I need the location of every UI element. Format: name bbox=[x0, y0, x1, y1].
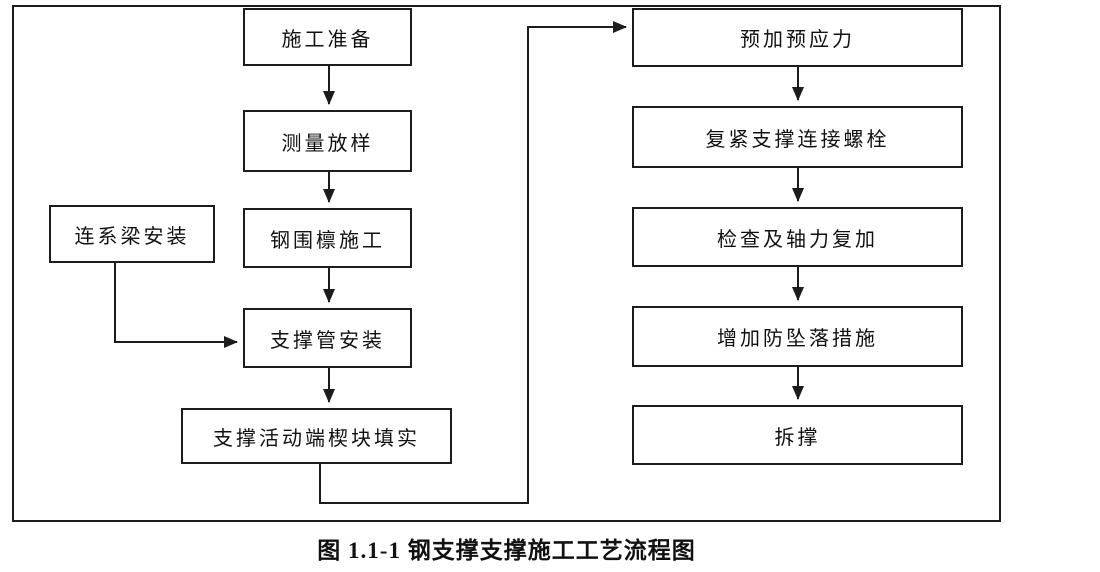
node-steel-waler: 钢围檩施工 bbox=[243, 208, 412, 268]
node-tie-beam-install: 连系梁安装 bbox=[49, 205, 215, 263]
node-apply-prestress: 预加预应力 bbox=[632, 8, 963, 67]
node-construction-prep: 施工准备 bbox=[243, 8, 412, 66]
arrow-wedge-to-prestress bbox=[319, 21, 627, 504]
node-inspect-axial-force: 检查及轴力复加 bbox=[632, 207, 963, 267]
node-remove-support: 拆撑 bbox=[632, 405, 963, 465]
node-wedge-filling: 支撑活动端楔块填实 bbox=[181, 408, 452, 464]
arrow-tiebeam-to-pipe bbox=[114, 263, 238, 348]
node-support-pipe-install: 支撑管安装 bbox=[243, 308, 412, 368]
figure-caption: 图 1.1-1 钢支撑支撑施工工艺流程图 bbox=[317, 538, 696, 563]
node-retighten-bolts: 复紧支撑连接螺栓 bbox=[632, 106, 963, 168]
node-survey-layout: 测量放样 bbox=[243, 110, 412, 172]
node-anti-fall-measures: 增加防坠落措施 bbox=[632, 306, 963, 367]
